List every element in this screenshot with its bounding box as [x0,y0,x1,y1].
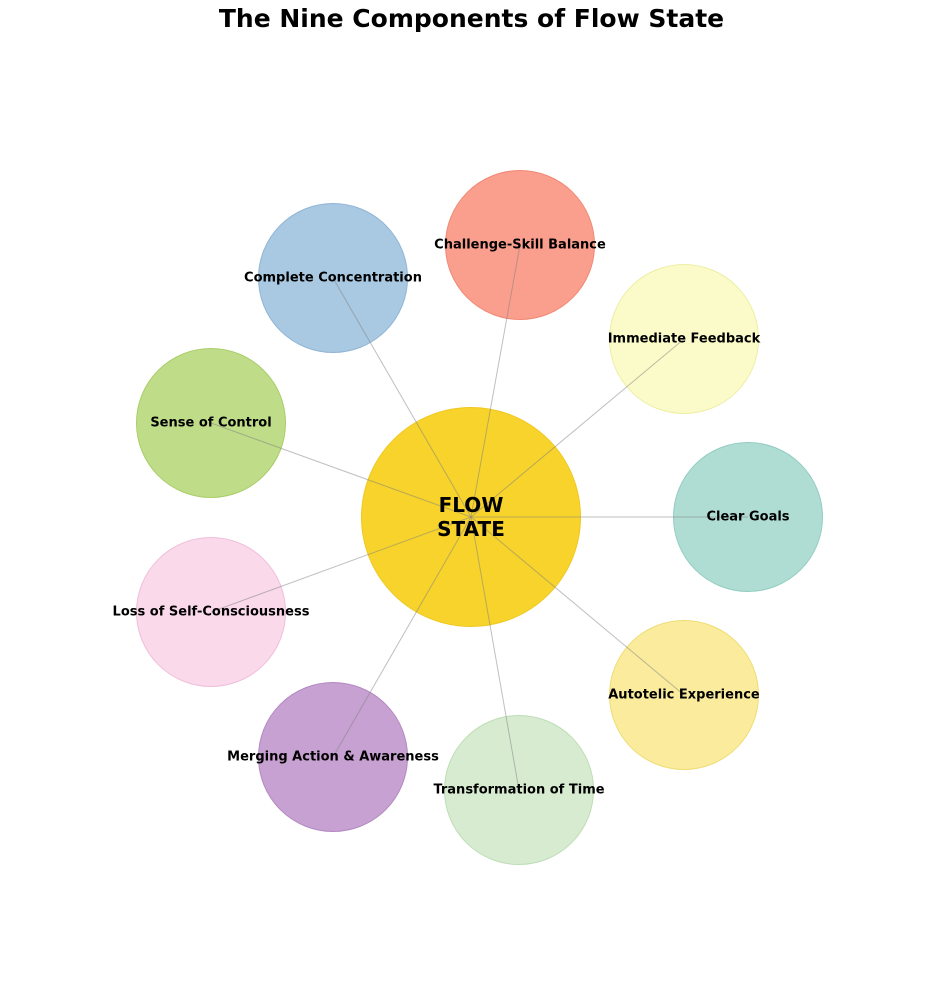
component-label: Merging Action & Awareness [227,749,439,765]
component-label: Complete Concentration [244,270,422,286]
component-label: Sense of Control [150,415,272,431]
component-label: Immediate Feedback [607,331,761,347]
component-label: Clear Goals [706,509,790,525]
component-label: Loss of Self-Consciousness [112,604,310,620]
diagram-title: The Nine Components of Flow State [218,4,725,33]
component-label: Transformation of Time [433,782,605,798]
hub-label: FLOW STATE [437,493,505,541]
component-label: Autotelic Experience [608,687,760,703]
component-label: Challenge-Skill Balance [434,237,606,253]
